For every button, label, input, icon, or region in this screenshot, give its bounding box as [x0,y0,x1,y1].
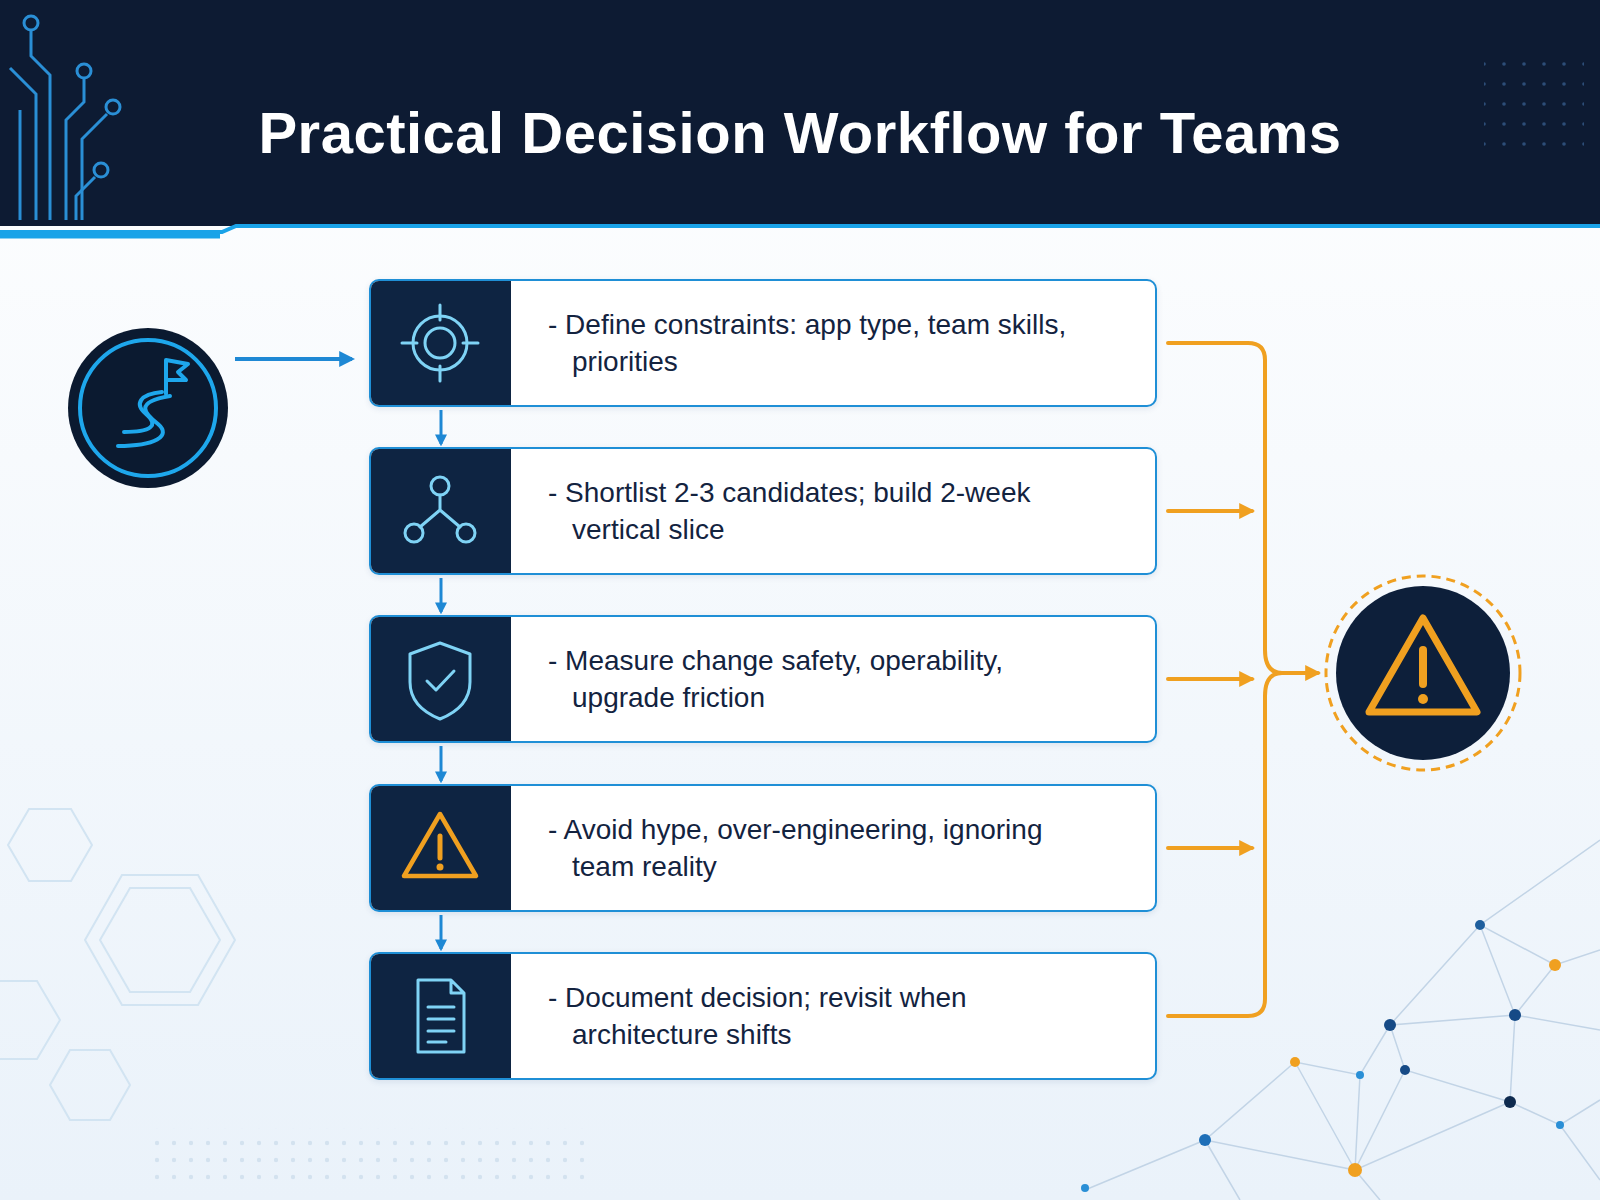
shield-icon [410,643,470,719]
road-icon [124,392,162,432]
circuit-trace [31,31,50,220]
icon-panel [371,954,511,1078]
flow-arrow [440,578,443,612]
network-node [1504,1096,1516,1108]
network-node [1348,1163,1362,1177]
process-box: - Avoid hype, over-engineering, ignoring… [369,784,1157,912]
road-icon [118,396,170,446]
step-text: - Avoid hype, over-engineering, ignoring… [548,811,1103,885]
header-rule [0,226,1600,232]
warning-icon [1418,694,1428,704]
network-node [1081,1184,1089,1192]
bracket-arrow [1168,509,1252,513]
process-box: - Define constraints: app type, team ski… [369,279,1157,407]
hexagon [8,809,92,881]
document-icon [418,980,464,1052]
process-box: - Document decision; revisit when archit… [369,952,1157,1080]
fork-icon [431,477,449,495]
page-title: Practical Decision Workflow for Teams [0,88,1600,178]
icon-panel [371,281,511,405]
warning-circle [1336,586,1510,760]
bracket-line [1168,673,1282,1016]
process-box: - Measure change safety, operability, up… [369,615,1157,743]
flow-arrow [440,915,443,949]
flow-arrow [440,410,443,444]
target-icon [413,316,467,370]
icon-panel [371,449,511,573]
hexagon [50,1050,130,1120]
circuit-trace [76,177,95,220]
bracket-arrow [1168,677,1252,681]
target-icon [425,328,455,358]
start-circle [68,328,228,488]
network-node [1509,1009,1521,1021]
start-ring [80,340,216,476]
circuit-trace [19,110,22,220]
network-node [1400,1065,1410,1075]
header-band [0,0,1600,226]
step-text: - Measure change safety, operability, up… [548,642,1103,716]
flow-arrow [440,746,443,781]
step-text: - Shortlist 2-3 candidates; build 2-week… [548,474,1103,548]
step-text: - Document decision; revisit when archit… [548,979,1103,1053]
warning-icon [1369,618,1477,712]
step-text: - Define constraints: app type, team ski… [548,306,1103,380]
network-lines [1085,840,1600,1200]
warning-ring [1326,576,1520,770]
start-arrow [235,357,352,361]
warning-icon [1419,650,1427,684]
icon-panel [371,786,511,910]
warning-icon [404,814,476,876]
network-node [1384,1019,1396,1031]
header-rule [0,234,220,239]
network-node [1475,920,1485,930]
icon-panel [371,617,511,741]
dot-grid [1484,46,1584,158]
network-node [1356,1071,1364,1079]
circuit-pad [94,163,108,177]
fork-icon [405,524,423,542]
flag-icon [166,360,188,394]
circuit-trace [82,114,107,220]
fork-icon [420,495,460,527]
target-icon [402,305,478,381]
warning-icon [437,864,444,871]
dot-grid [146,1128,592,1180]
shield-icon [427,671,454,690]
circuit-trace [10,68,36,220]
hexagon [85,875,235,1005]
network-node [1290,1057,1300,1067]
circuit-pad [77,64,91,78]
hexagon [0,981,60,1059]
bracket-arrow [1168,846,1252,850]
circuit-pad [24,16,38,30]
network-node [1556,1121,1564,1129]
hexagon [100,888,220,992]
process-box: - Shortlist 2-3 candidates; build 2-week… [369,447,1157,575]
warning-icon [438,836,443,858]
circuit-pad [106,100,120,114]
fork-icon [457,524,475,542]
network-node [1549,959,1561,971]
bracket-line [1168,343,1318,673]
network-node [1199,1134,1211,1146]
unused [418,849,440,882]
